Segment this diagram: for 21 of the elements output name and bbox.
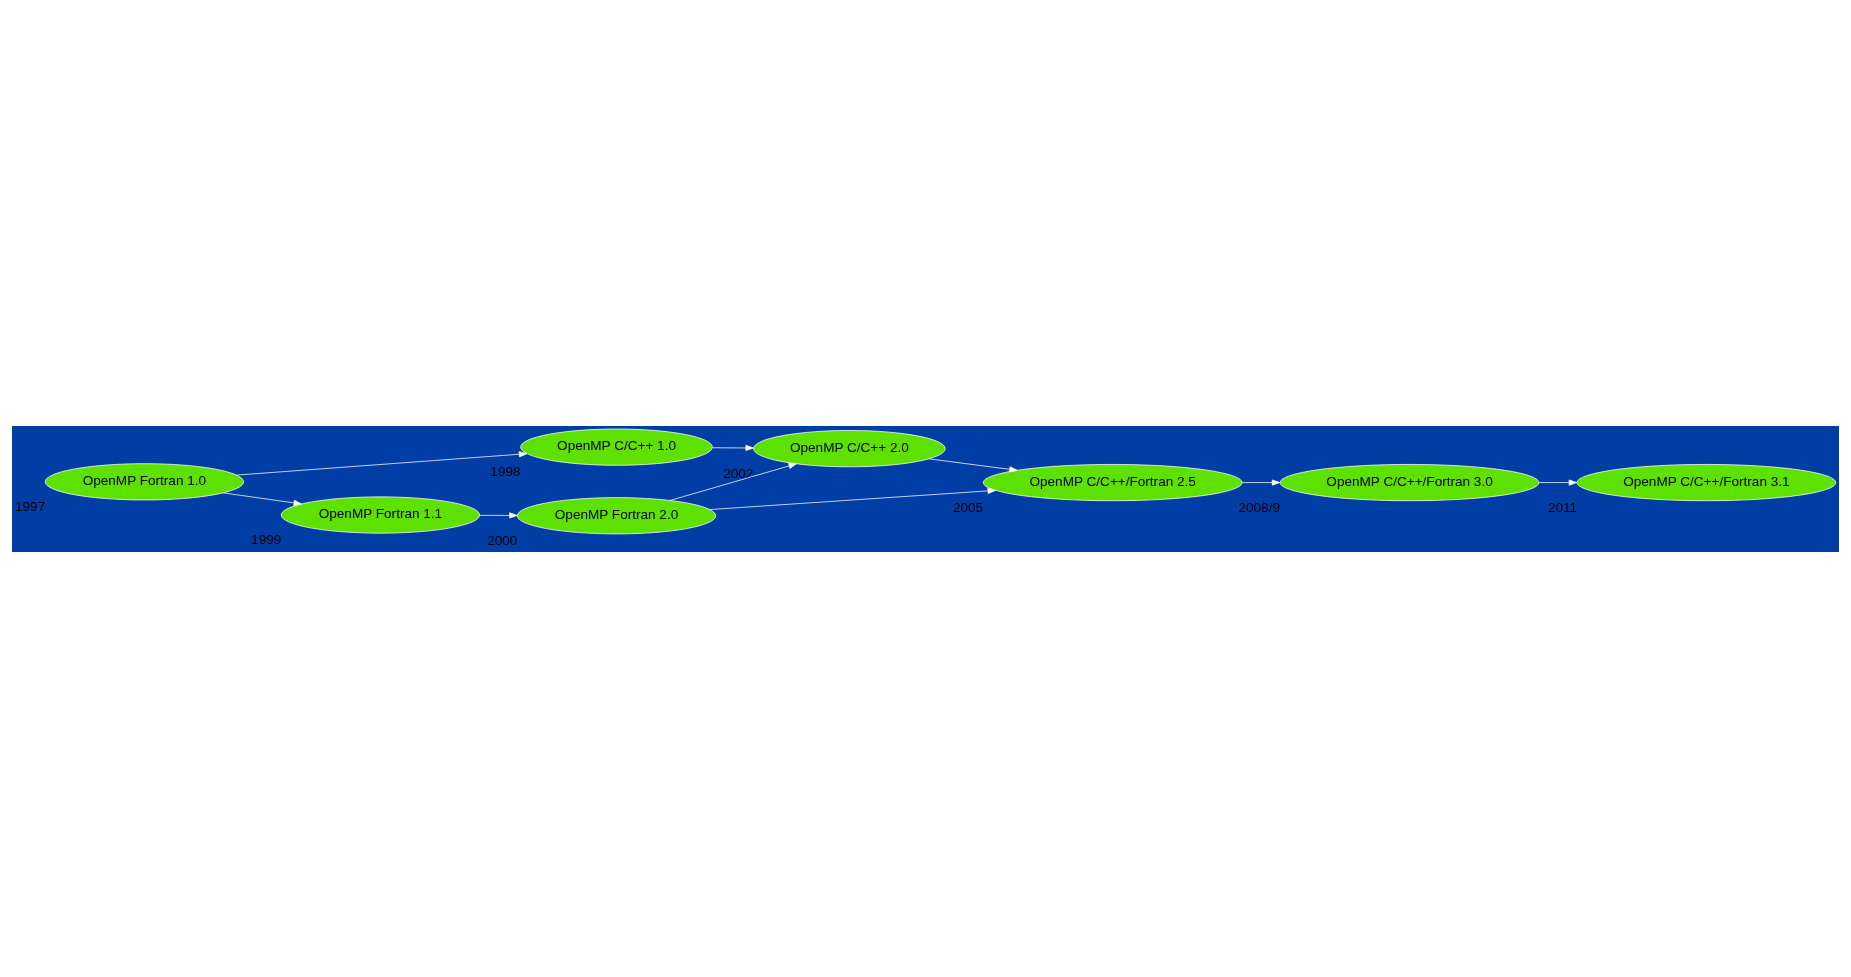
node-label: 2011	[1547, 499, 1578, 515]
node-label: 2005	[952, 499, 984, 515]
arrow	[1241, 479, 1281, 486]
node-label: 1999	[251, 531, 282, 547]
node-label: 2000	[487, 532, 518, 548]
arrow	[222, 492, 302, 506]
arrow	[669, 462, 797, 501]
node-ellipse: OpenMP Fortran 2.0	[516, 496, 717, 534]
node-ellipse: OpenMP Fortran 1.0	[44, 462, 244, 500]
node-label: 2008/9	[1238, 499, 1280, 515]
arrow	[709, 487, 996, 510]
node-ellipse: OpenMP C/C++/Fortran 3.0	[1279, 463, 1540, 501]
node-ellipse: OpenMP C/C++/Fortran 3.1	[1576, 463, 1837, 501]
arrow	[712, 444, 754, 451]
arrow	[1538, 479, 1578, 486]
arrow	[236, 450, 528, 475]
node-label: 2002	[723, 465, 754, 481]
node-label: 1997	[15, 498, 46, 514]
node-label: 1998	[490, 463, 521, 479]
arrow	[928, 458, 1018, 472]
arrow	[479, 511, 518, 518]
